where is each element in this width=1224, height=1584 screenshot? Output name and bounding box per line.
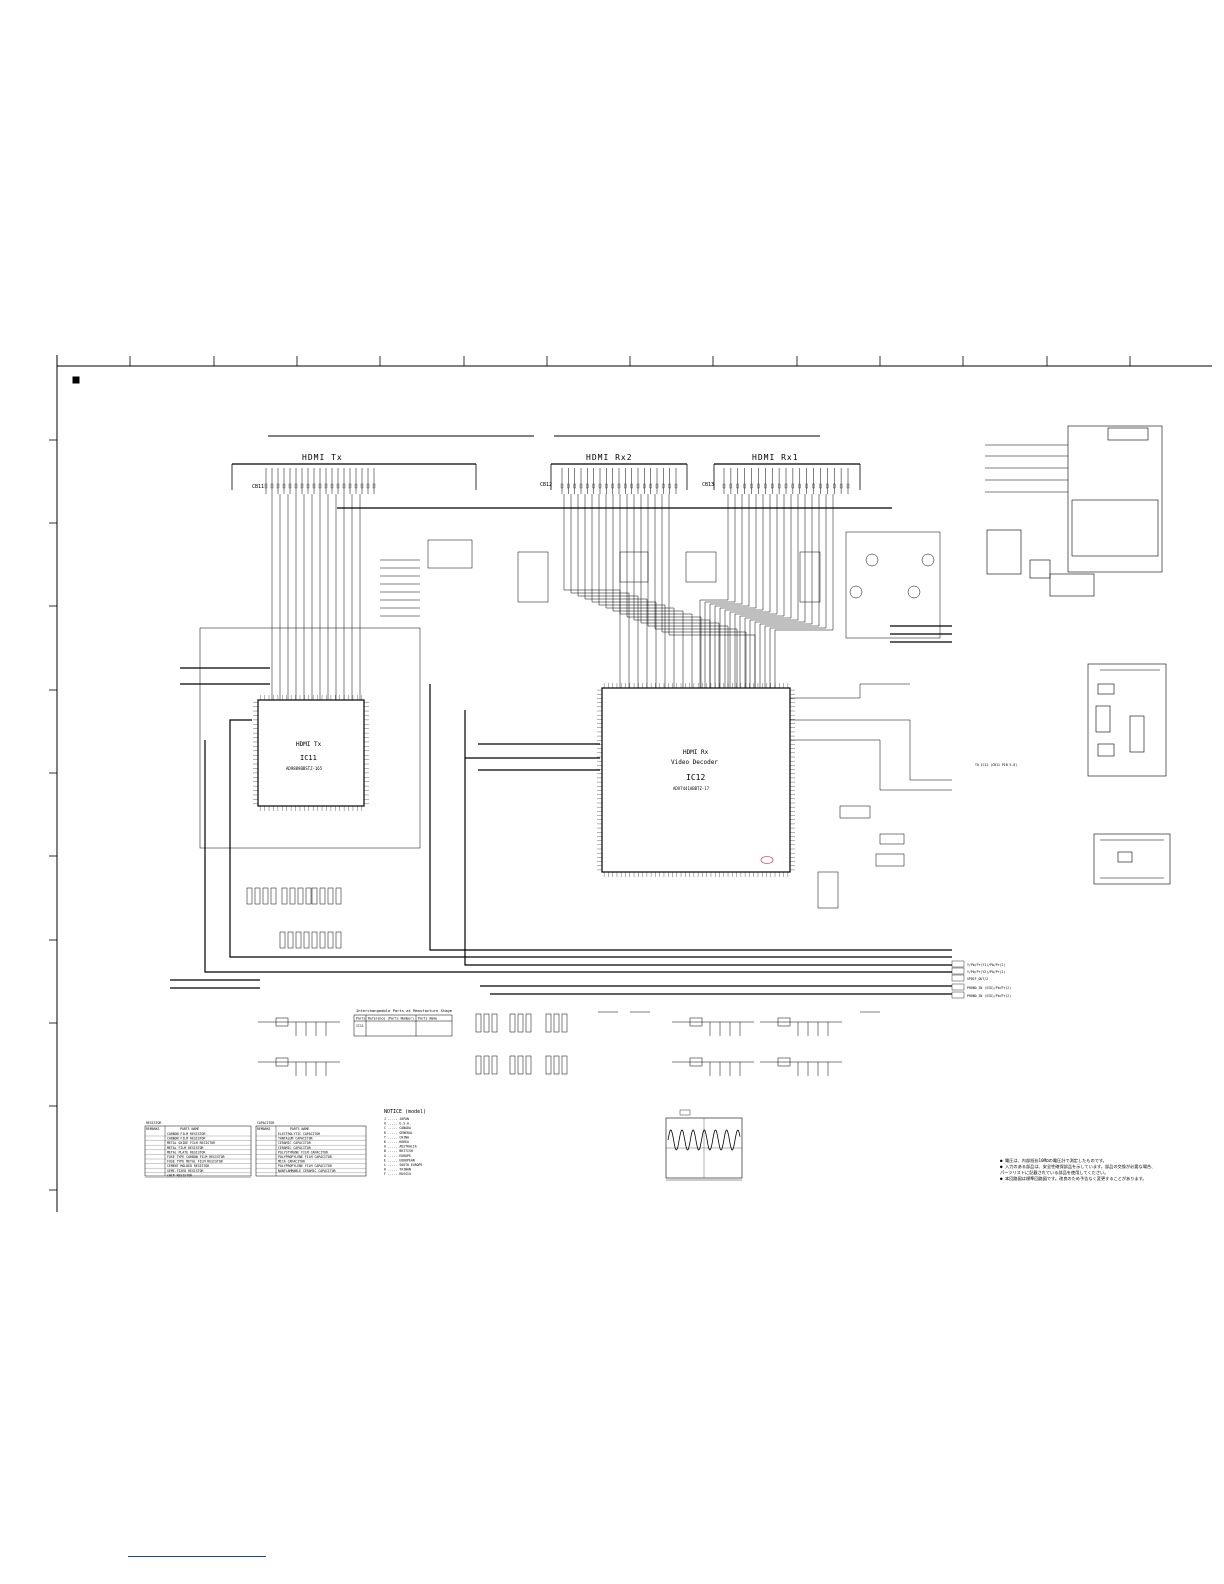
interchange-table: Interchangeable Parts at Manufacture Sta…: [353, 1008, 453, 1037]
ic12-ref: IC12: [686, 773, 705, 782]
connector-cb12-title: HDMI Rx2: [586, 453, 633, 462]
cap-rows-row: POLYSTYRENE FILM CAPACITOR: [278, 1150, 328, 1154]
footer-link-underline[interactable]: [128, 1556, 266, 1557]
notice-row: H ..... TAIWAN: [384, 1168, 411, 1172]
ic12-part: ADV7441ABBTZ-17: [673, 786, 710, 791]
interchange-cell: IC11: [356, 1024, 364, 1028]
inset-diagram-1: [985, 425, 1163, 597]
interchange-title: Interchangeable Parts at Manufacture Sta…: [356, 1008, 453, 1013]
connector-cb13: HDMI Rx1 CB13: [702, 453, 861, 494]
notice-row: E ..... EUROPEAN: [384, 1158, 415, 1162]
note-2: パーツリストに記載されている部品を使用してください。: [1000, 1169, 1108, 1176]
net-hdmi-ctrl: TO IC12 (CB11 PIN 5-8): [975, 763, 1017, 767]
interchange-header-1: Reference (Parts Number): [368, 1017, 414, 1021]
res-rows-row: METAL FILM RESISTOR: [167, 1146, 204, 1150]
notice-row: C ..... CANADA: [384, 1126, 411, 1130]
inset-diagram-3: [1093, 833, 1171, 885]
resistor-legend-header-0: REMARKS: [146, 1127, 160, 1131]
notice-row: U ..... U.S.A.: [384, 1122, 411, 1126]
small-components: [246, 539, 935, 1075]
ic12-chip: HDMI Rx Video Decoder IC12 ADV7441ABBTZ-…: [597, 683, 795, 877]
cap-rows-row: CERAMIC CAPACITOR: [278, 1141, 311, 1145]
notes: ● 電圧は、内部抵抗10MΩの電圧計で測定したものです。 ● 入力のある部品は、…: [1000, 1157, 1155, 1182]
capacitor-legend-header-1: PARTS NAME: [290, 1127, 309, 1131]
notice-row: T ..... CHINA: [384, 1135, 409, 1139]
capacitor-legend-title: CAPACITOR: [257, 1121, 274, 1125]
ic11-part: AD9889BBSTZ-165: [286, 766, 323, 771]
notice-row: R ..... GENERAL: [384, 1131, 413, 1135]
res-rows-row: CHIP RESISTOR: [167, 1173, 192, 1177]
net-out4: PHONO_IN (SIG)/Pb/Pr(2): [967, 986, 1011, 990]
net-out2: Y/Pb/Pr(Y2)/Pb/Pr(2): [967, 970, 1005, 974]
resistor-legend: RESISTOR REMARKS PARTS NAME CARBON FILM …: [144, 1121, 252, 1178]
notice-row: B ..... BRITISH: [384, 1149, 413, 1153]
heavy-lines: [170, 507, 952, 995]
connector-cb12-ref: CB12: [540, 482, 552, 488]
interchange-header-2: Parts Name: [418, 1017, 437, 1021]
bus-wires: [199, 494, 952, 849]
notice-row: F ..... RUSSIA: [384, 1172, 411, 1176]
capacitor-legend-header-0: REMARKS: [257, 1127, 271, 1131]
ic11-chip: HDMI Tx IC11 AD9889BBSTZ-165: [253, 695, 369, 811]
notice-row: A ..... AUSTRALIA: [384, 1145, 417, 1149]
res-rows-row: SEMI-FIXED RESISTOR: [167, 1169, 204, 1173]
ic12-label-2: Video Decoder: [671, 759, 718, 766]
regulator-circuits: [258, 1011, 880, 1076]
notice-row: L ..... SOUTH EUROPE: [384, 1163, 422, 1167]
resistor-legend-header-1: PARTS NAME: [180, 1127, 199, 1131]
net-out5: PHONO_IN (SIG)/Pb/Pr(2): [967, 994, 1011, 998]
connector-cb13-title: HDMI Rx1: [752, 453, 799, 462]
res-rows-row: FUSE TYPE METAL FILM RESISTOR: [167, 1160, 223, 1164]
cap-rows-row: MICA CAPACITOR: [278, 1160, 305, 1164]
net-out3: SPDIF_OUT/2: [967, 977, 988, 981]
ic11-ref: IC11: [300, 754, 317, 762]
cap-rows-row: POLYPROPYLENE FILM CAPACITOR: [278, 1155, 332, 1159]
cap-rows-row: TANTALUM CAPACITOR: [278, 1137, 313, 1141]
inset-diagram-2: [1087, 663, 1167, 777]
res-rows-row: CEMENT MOLDED RESISTOR: [167, 1164, 209, 1168]
connector-cb11-ref: CB11: [252, 484, 264, 490]
capacitor-legend: CAPACITOR REMARKS PARTS NAME ELECTROLYTI…: [255, 1121, 367, 1177]
res-rows-row: CARBON FILM RESISTOR: [167, 1132, 205, 1136]
output-nets: Y/Pb/Pr(Y1)/Pb/Pr(2) Y/Pb/Pr(Y2)/Pb/Pr(2…: [951, 763, 1017, 999]
notice-title: NOTICE (model): [384, 1109, 426, 1115]
ic12-label: HDMI Rx: [683, 749, 709, 756]
cap-rows-row: POLYPROPYLENE FILM CAPACITOR: [278, 1164, 332, 1168]
notice-row: G ..... EUROPE: [384, 1154, 411, 1158]
ic11-label: HDMI Tx: [296, 741, 322, 748]
note-0: ● 電圧は、内部抵抗10MΩの電圧計で測定したものです。: [1000, 1157, 1107, 1164]
res-rows-row: CARBON FILM RESISTOR: [167, 1137, 205, 1141]
waveform-plot: [665, 1109, 743, 1181]
connector-cb11: HDMI Tx CB11: [231, 453, 477, 494]
cap-rows-row: NONFLAMMABLE CERAMIC CAPACITOR: [278, 1169, 336, 1173]
note-1: ● 入力のある部品は、安全性確保部品を示しています。部品の交換が必要な場合、: [1000, 1163, 1155, 1170]
net-out1: Y/Pb/Pr(Y1)/Pb/Pr(2): [967, 963, 1005, 967]
note-3: ● 本回路図は標準回路図です。改良のため予告なく変更することがあります。: [1000, 1175, 1147, 1182]
resistor-legend-title: RESISTOR: [146, 1121, 161, 1125]
res-rows-row: METAL PLATE RESISTOR: [167, 1150, 205, 1154]
sheet-frame: [49, 355, 1212, 1212]
connector-cb12: HDMI Rx2 CB12: [540, 453, 688, 494]
connector-cb11-title: HDMI Tx: [302, 453, 343, 462]
notice-row: K ..... KOREA: [384, 1140, 409, 1144]
notice-row: J ..... JAPAN: [384, 1117, 409, 1121]
connector-cb13-ref: CB13: [702, 482, 714, 488]
cap-rows-row: CERAMIC CAPACITOR: [278, 1146, 311, 1150]
cap-rows-row: ELECTROLYTIC CAPACITOR: [278, 1132, 320, 1136]
res-rows-row: FUSE TYPE CARBON FILM RESISTOR: [167, 1155, 225, 1159]
res-rows-row: METAL OXIDE FILM RESISTOR: [167, 1141, 215, 1145]
interchange-header-0: Parts: [356, 1017, 366, 1021]
